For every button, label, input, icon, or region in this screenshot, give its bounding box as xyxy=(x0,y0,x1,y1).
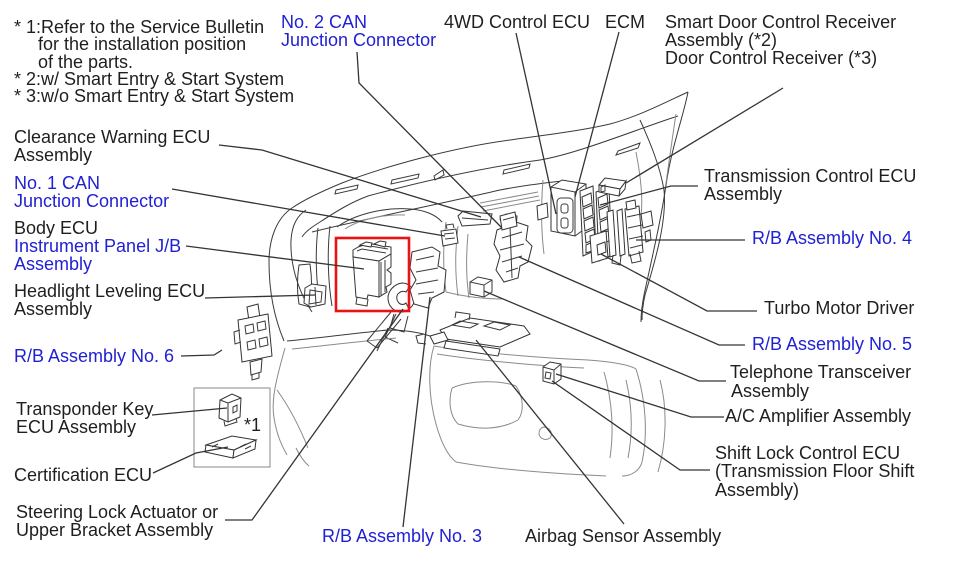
svg-text:Assembly): Assembly) xyxy=(715,480,799,500)
svg-text:*1: *1 xyxy=(244,415,261,435)
svg-text:Door Control Receiver (*3): Door Control Receiver (*3) xyxy=(665,48,877,68)
svg-text:Assembly: Assembly xyxy=(704,184,782,204)
svg-text:Assembly: Assembly xyxy=(731,381,809,401)
svg-text:R/B Assembly No. 4: R/B Assembly No. 4 xyxy=(752,228,912,248)
svg-text:A/C Amplifier Assembly: A/C Amplifier Assembly xyxy=(725,406,911,426)
svg-text:Upper Bracket Assembly: Upper Bracket Assembly xyxy=(16,520,213,540)
svg-text:Smart Door Control Receiver: Smart Door Control Receiver xyxy=(665,12,896,32)
svg-text:Telephone Transceiver: Telephone Transceiver xyxy=(730,362,911,382)
svg-text:Assembly: Assembly xyxy=(14,299,92,319)
svg-text:* 3:w/o Smart Entry & Start Sy: * 3:w/o Smart Entry & Start System xyxy=(14,86,294,106)
svg-text:R/B Assembly No. 5: R/B Assembly No. 5 xyxy=(752,334,912,354)
svg-text:ECU Assembly: ECU Assembly xyxy=(16,417,136,437)
svg-text:Clearance Warning ECU: Clearance Warning ECU xyxy=(14,127,210,147)
svg-text:(Transmission Floor Shift: (Transmission Floor Shift xyxy=(715,461,914,481)
svg-text:for the installation position: for the installation position xyxy=(38,34,246,54)
svg-text:Assembly (*2): Assembly (*2) xyxy=(665,30,777,50)
svg-text:Shift Lock Control ECU: Shift Lock Control ECU xyxy=(715,443,900,463)
svg-text:Headlight Leveling ECU: Headlight Leveling ECU xyxy=(14,281,205,301)
svg-text:4WD Control ECU: 4WD Control ECU xyxy=(444,12,590,32)
svg-text:Body ECU: Body ECU xyxy=(14,218,98,238)
svg-text:* 2:w/ Smart Entry & Start Sys: * 2:w/ Smart Entry & Start System xyxy=(14,69,284,89)
svg-text:Airbag Sensor Assembly: Airbag Sensor Assembly xyxy=(525,526,721,546)
svg-text:Steering Lock Actuator or: Steering Lock Actuator or xyxy=(16,502,218,522)
svg-text:Instrument Panel J/B: Instrument Panel J/B xyxy=(14,236,181,256)
svg-text:Transmission Control ECU: Transmission Control ECU xyxy=(704,166,916,186)
svg-text:R/B Assembly No. 3: R/B Assembly No. 3 xyxy=(322,526,482,546)
svg-text:No. 2 CAN: No. 2 CAN xyxy=(281,12,367,32)
svg-text:* 1:Refer to the Service Bulle: * 1:Refer to the Service Bulletin xyxy=(14,17,264,37)
svg-text:Certification ECU: Certification ECU xyxy=(14,465,152,485)
svg-text:Turbo Motor Driver: Turbo Motor Driver xyxy=(764,298,914,318)
svg-text:Assembly: Assembly xyxy=(14,254,92,274)
svg-text:of the parts.: of the parts. xyxy=(38,52,133,72)
svg-text:Transponder Key: Transponder Key xyxy=(16,399,153,419)
svg-text:Junction Connector: Junction Connector xyxy=(14,191,169,211)
svg-text:No. 1 CAN: No. 1 CAN xyxy=(14,173,100,193)
svg-text:Junction Connector: Junction Connector xyxy=(281,30,436,50)
svg-text:Assembly: Assembly xyxy=(14,145,92,165)
svg-text:R/B Assembly No. 6: R/B Assembly No. 6 xyxy=(14,346,174,366)
svg-text:ECM: ECM xyxy=(605,12,645,32)
